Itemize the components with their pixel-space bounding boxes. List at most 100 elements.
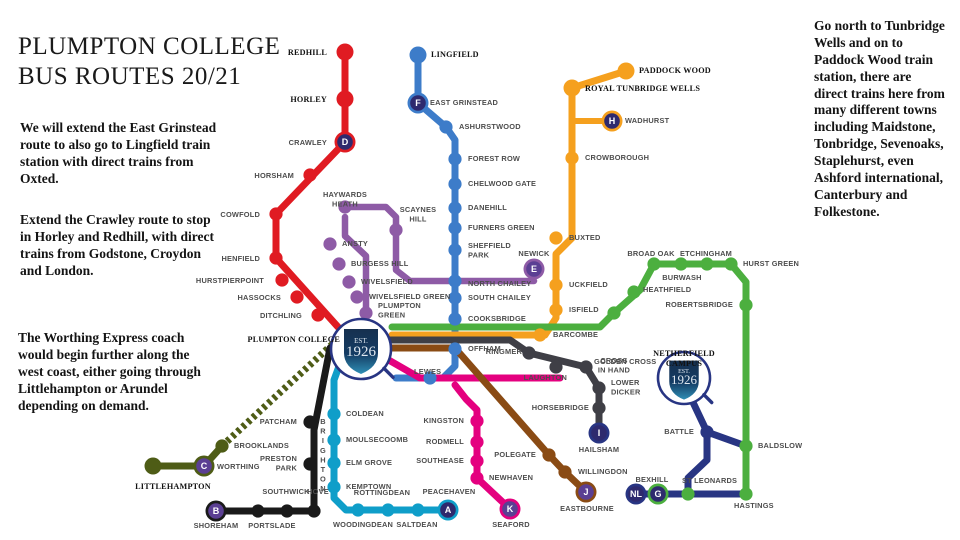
station-dot-haywards-heath[interactable]	[338, 200, 352, 214]
svg-text:BATTLE: BATTLE	[664, 427, 694, 436]
station-dot-burgess-hill[interactable]	[332, 257, 346, 271]
station-dot-elm-grove[interactable]	[327, 456, 341, 470]
station-dot-henfield[interactable]	[269, 251, 283, 265]
svg-text:LEWES: LEWES	[414, 367, 441, 376]
station-dot-burwash[interactable]	[674, 257, 688, 271]
station-dot-polegate[interactable]	[542, 448, 556, 462]
station-dot-broad-oak[interactable]	[647, 257, 661, 271]
station-dot-patcham[interactable]	[303, 415, 317, 429]
svg-text:DICKER: DICKER	[611, 388, 641, 397]
station-dot-kingston[interactable]	[470, 414, 484, 428]
svg-text:ISFIELD: ISFIELD	[569, 305, 599, 314]
station-dot-forest-row[interactable]	[448, 152, 462, 166]
station-badge-bexhill-nl[interactable]: NL	[625, 483, 647, 505]
station-dot-kemptown[interactable]	[327, 480, 341, 494]
svg-text:G: G	[320, 446, 326, 455]
station-dot-danehill[interactable]	[448, 201, 462, 215]
station-dot-lower-dicker[interactable]	[592, 381, 606, 395]
station-dot-wivelsfield[interactable]	[342, 275, 356, 289]
station-dot-newhaven[interactable]	[470, 471, 484, 485]
station-dot-north-chailey[interactable]	[448, 274, 462, 288]
station-badge-seaford[interactable]: K	[499, 498, 521, 520]
station-dot-laughton[interactable]	[549, 360, 563, 374]
station-dot-hassocks[interactable]	[290, 290, 304, 304]
station-badge-shoreham[interactable]: B	[205, 500, 227, 522]
station-dot-rottingdean[interactable]	[381, 503, 395, 517]
station-badge-hailsham[interactable]: I	[588, 422, 610, 444]
svg-text:HEATH: HEATH	[332, 200, 358, 209]
station-dot-moulsecoomb[interactable]	[327, 433, 341, 447]
station-dot-littlehampton[interactable]	[144, 457, 162, 475]
station-dot-cowfold[interactable]	[269, 207, 283, 221]
svg-text:RINGMER: RINGMER	[486, 347, 523, 356]
station-dot-horley[interactable]	[336, 90, 354, 108]
station-dot-hurstpierpoint[interactable]	[275, 273, 289, 287]
station-dot-willingdon[interactable]	[558, 465, 572, 479]
svg-text:GOLDEN CROSS: GOLDEN CROSS	[594, 357, 656, 366]
station-badge-peacehaven[interactable]: A	[437, 499, 459, 521]
station-dot-south-chailey[interactable]	[448, 291, 462, 305]
station-dot-ditchling[interactable]	[311, 308, 325, 322]
station-dot-baldslow[interactable]	[739, 439, 753, 453]
station-dot-hove[interactable]	[307, 504, 321, 518]
station-dot-scaynes-hill[interactable]	[389, 223, 403, 237]
station-dot-hurst-green[interactable]	[724, 257, 738, 271]
station-dot-southwick[interactable]	[280, 504, 294, 518]
station-badge-bexhill[interactable]: G	[647, 483, 669, 505]
station-dot-buxted[interactable]	[549, 231, 563, 245]
station-dot-lewes[interactable]	[423, 371, 437, 385]
station-dot-ansty[interactable]	[323, 237, 337, 251]
station-badge-newick[interactable]: E	[523, 258, 545, 280]
station-dot-woodingdean[interactable]	[351, 503, 365, 517]
station-dot-paddock-wood[interactable]	[617, 62, 635, 80]
station-dot-heathfield[interactable]	[627, 285, 641, 299]
station-dot-cross-in-hand[interactable]	[607, 306, 621, 320]
station-dot-royal-tunbridge-wells[interactable]	[563, 79, 581, 97]
station-dot-crowborough[interactable]	[565, 151, 579, 165]
station-badge-crawley[interactable]: D	[334, 131, 356, 153]
station-dot-barcombe[interactable]	[533, 328, 547, 342]
station-dot-southease[interactable]	[470, 454, 484, 468]
station-badge-worthing[interactable]: C	[193, 455, 215, 477]
station-dot-etchingham[interactable]	[700, 257, 714, 271]
station-dot-saltdean[interactable]	[411, 503, 425, 517]
station-dot-horsebridge[interactable]	[592, 401, 606, 415]
station-dot-plumpton-green[interactable]	[359, 306, 373, 320]
svg-text:BROAD OAK: BROAD OAK	[627, 249, 675, 258]
svg-text:WORTHING: WORTHING	[217, 462, 260, 471]
station-dot-sheffield-park[interactable]	[448, 243, 462, 257]
station-dot-rodmell[interactable]	[470, 435, 484, 449]
station-dot-lingfield[interactable]	[409, 46, 427, 64]
station-dot-wivelsfield-green[interactable]	[350, 290, 364, 304]
station-dot-ringmer[interactable]	[522, 346, 536, 360]
station-dot-redhill[interactable]	[336, 43, 354, 61]
station-badge-eastbourne[interactable]: J	[575, 481, 597, 503]
station-dot-golden-cross[interactable]	[579, 360, 593, 374]
station-label-ansty: ANSTY	[342, 239, 368, 248]
svg-text:COOKSBRIDGE: COOKSBRIDGE	[468, 314, 526, 323]
svg-text:HOVE: HOVE	[307, 487, 329, 496]
station-dot-coldean[interactable]	[327, 407, 341, 421]
station-dot-preston-park[interactable]	[303, 457, 317, 471]
svg-text:PATCHAM: PATCHAM	[260, 417, 297, 426]
station-dot-uckfield[interactable]	[549, 278, 563, 292]
station-dot-hastings[interactable]	[739, 487, 753, 501]
station-dot-portslade[interactable]	[251, 504, 265, 518]
station-dot-battle[interactable]	[700, 425, 714, 439]
station-dot-robertsbridge[interactable]	[739, 298, 753, 312]
station-dot-furners-green[interactable]	[448, 221, 462, 235]
station-dot-brooklands[interactable]	[215, 439, 229, 453]
svg-text:LAUGHTON: LAUGHTON	[524, 373, 567, 382]
station-badge-wadhurst[interactable]: H	[601, 110, 623, 132]
station-dot-cooksbridge[interactable]	[448, 312, 462, 326]
station-dot-offham[interactable]	[448, 342, 462, 356]
station-dot-isfield[interactable]	[549, 303, 563, 317]
station-dot-chelwood-gate[interactable]	[448, 177, 462, 191]
station-label-seaford: SEAFORD	[492, 520, 530, 529]
station-dot-ashurstwood[interactable]	[439, 120, 453, 134]
station-badge-east-grinstead[interactable]: F	[407, 92, 429, 114]
station-dot-st-leonards[interactable]	[681, 487, 695, 501]
station-dot-horsham[interactable]	[303, 168, 317, 182]
